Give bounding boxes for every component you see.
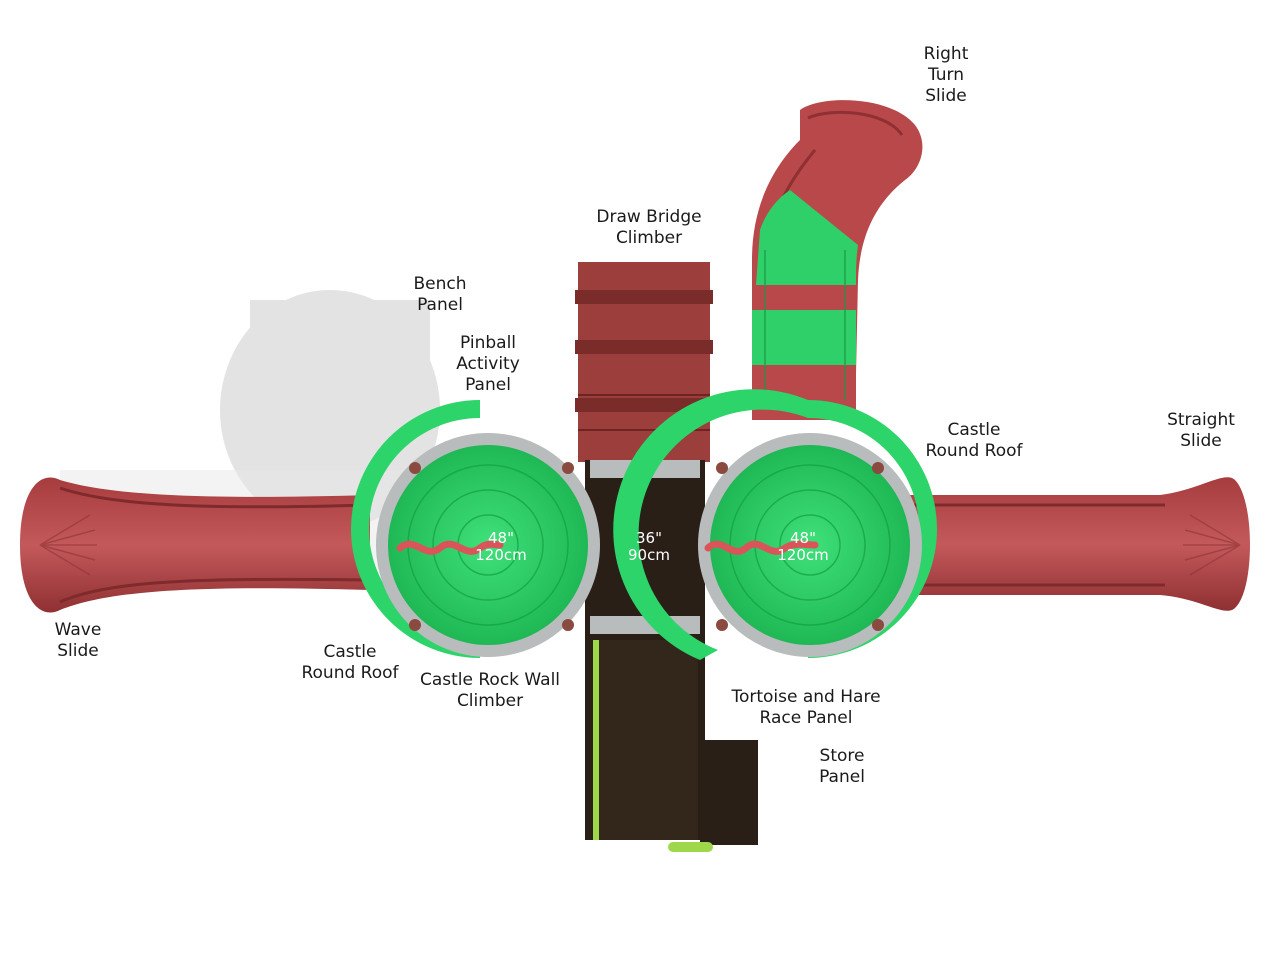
right-tower: [613, 389, 937, 660]
label-bench-panel: Bench Panel: [413, 274, 467, 315]
right-turn-slide: [752, 100, 923, 420]
label-store-panel: Store Panel: [819, 746, 865, 787]
straight-slide: [910, 477, 1250, 611]
label-right-turn-slide: Right Turn Slide: [923, 44, 969, 106]
label-castle-round-roof-right: Castle Round Roof: [925, 420, 1023, 461]
label-straight-slide: Straight Slide: [1167, 410, 1235, 451]
dim-center-deck-height: 36" 90cm: [628, 529, 670, 564]
dim-left-tower-height: 48" 120cm: [475, 529, 527, 564]
left-tower: [351, 400, 600, 658]
wave-slide: [20, 477, 371, 613]
label-castle-rock-wall-climber: Castle Rock Wall Climber: [419, 670, 561, 711]
draw-bridge-climber: [575, 262, 713, 462]
label-wave-slide: Wave Slide: [54, 620, 102, 661]
label-tortoise-and-hare-race-panel: Tortoise and Hare Race Panel: [731, 687, 881, 728]
label-pinball-activity-panel: Pinball Activity Panel: [456, 333, 520, 395]
label-castle-round-roof-left: Castle Round Roof: [301, 642, 399, 683]
label-draw-bridge-climber: Draw Bridge Climber: [596, 207, 702, 248]
dim-right-tower-height: 48" 120cm: [777, 529, 829, 564]
